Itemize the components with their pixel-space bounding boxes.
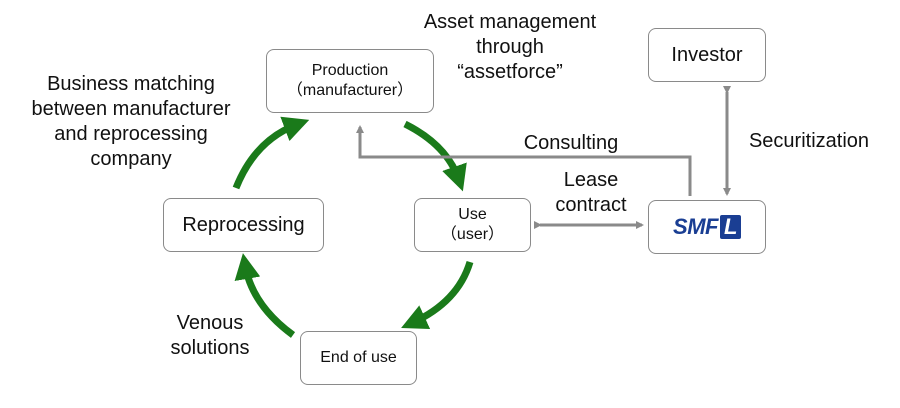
reprocessing-node: Reprocessing [163, 198, 324, 252]
production-node: Production （manufacturer） [266, 49, 434, 113]
smfl-logo-mark: L [720, 215, 741, 239]
business-matching-line-4: company [90, 148, 172, 170]
lease-contract-line-1: Lease [563, 169, 619, 191]
end-of-use-label: End of use [320, 349, 397, 366]
business-matching-line-2: between manufacturer [31, 98, 231, 120]
investor-label: Investor [671, 43, 743, 66]
consulting-label: Consulting [523, 132, 619, 154]
use-node: Use （user） [414, 198, 531, 252]
cycle-arrow-end-to-reprocessing [234, 253, 296, 338]
consulting-connector [356, 125, 692, 196]
business-matching-label: Business matching between manufacturer a… [2, 72, 260, 172]
reprocessing-label: Reprocessing [182, 213, 305, 236]
production-sublabel: （manufacturer） [286, 82, 414, 99]
asset-management-line-3: “assetforce” [457, 61, 563, 83]
asset-management-line-2: through [476, 36, 544, 58]
cycle-arrow-reprocessing-to-production [232, 116, 310, 190]
use-sublabel: （user） [440, 226, 505, 243]
cycle-arrow-production-to-use [403, 120, 467, 192]
venous-solutions-line-1: Venous [176, 312, 244, 334]
securitization-label: Securitization [748, 130, 870, 152]
venous-solutions-label: Venous solutions [160, 311, 260, 361]
venous-solutions-line-2: solutions [170, 337, 250, 359]
smfl-logo-text: SMF [673, 214, 718, 240]
business-matching-line-1: Business matching [47, 73, 215, 95]
asset-management-line-1: Asset management [423, 11, 597, 33]
end-of-use-node: End of use [300, 331, 417, 385]
cycle-arrow-use-to-end [401, 260, 474, 330]
lease-contract-label: Lease contract [541, 168, 641, 218]
business-matching-line-3: and reprocessing [54, 123, 208, 145]
asset-management-label: Asset management through “assetforce” [400, 10, 620, 85]
investor-node: Investor [648, 28, 766, 82]
production-label: Production [311, 62, 389, 79]
use-label: Use [458, 206, 487, 223]
lease-contract-line-2: contract [555, 194, 627, 216]
